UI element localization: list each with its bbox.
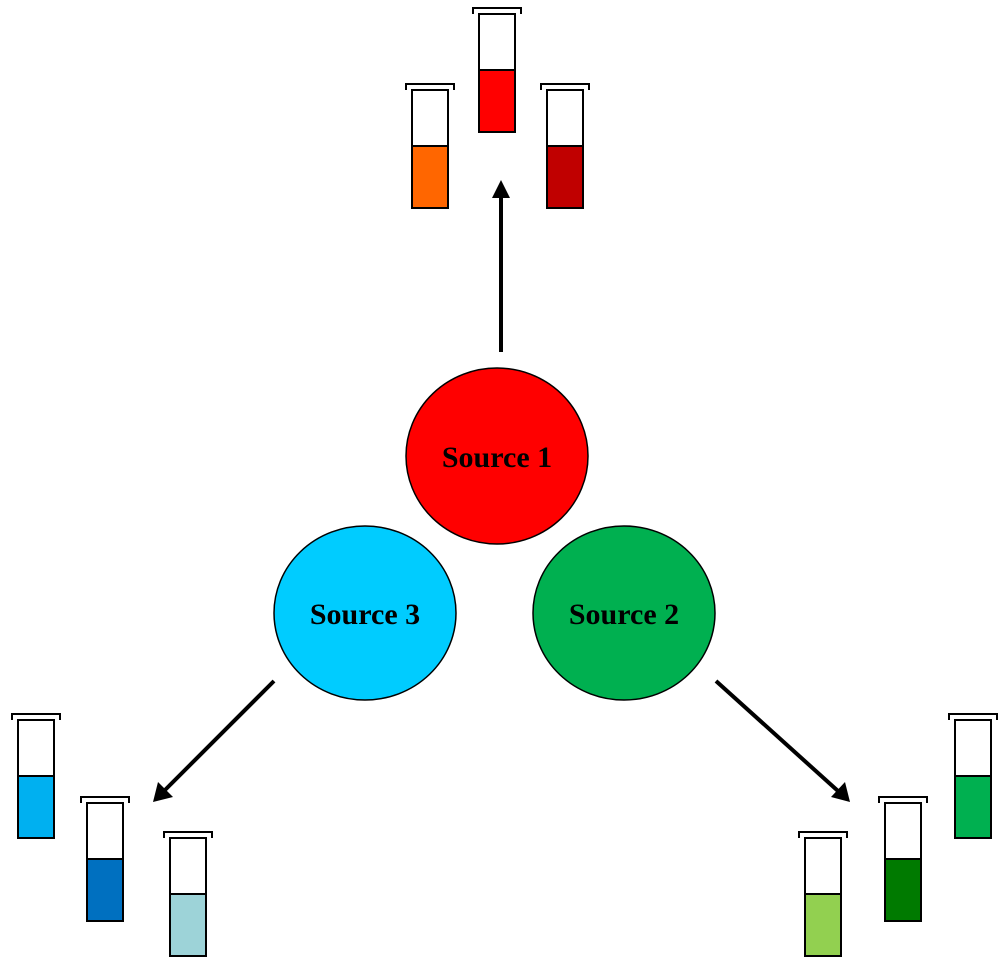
tube-body bbox=[546, 89, 584, 209]
tube-rim bbox=[798, 831, 848, 838]
tube-liquid bbox=[479, 70, 515, 132]
source-2-node: Source 2 bbox=[532, 525, 716, 701]
tube-body bbox=[884, 802, 922, 922]
tube-rim bbox=[11, 713, 61, 720]
source-2-label: Source 2 bbox=[569, 598, 679, 631]
tube-body bbox=[478, 13, 516, 133]
tube-body bbox=[17, 719, 55, 839]
tube-rim bbox=[948, 713, 998, 720]
tube-liquid bbox=[805, 894, 841, 956]
test-tube bbox=[80, 796, 130, 922]
tube-rim bbox=[163, 831, 213, 838]
source-2-circle bbox=[532, 525, 716, 701]
source-3-tube-group bbox=[11, 713, 213, 957]
arrowhead-source-3 bbox=[153, 782, 173, 802]
tube-liquid bbox=[87, 859, 123, 921]
tube-rim bbox=[472, 7, 522, 14]
test-tube bbox=[163, 831, 213, 957]
test-tube bbox=[405, 83, 455, 209]
source-3-node: Source 3 bbox=[273, 525, 457, 701]
arrowhead-source-2 bbox=[831, 782, 850, 802]
tube-body bbox=[86, 802, 124, 922]
tube-rim bbox=[878, 796, 928, 803]
arrowhead-source-1 bbox=[492, 180, 510, 198]
tube-liquid bbox=[955, 776, 991, 838]
tube-rim bbox=[80, 796, 130, 803]
source-3-label: Source 3 bbox=[310, 598, 420, 631]
test-tube bbox=[798, 831, 848, 957]
source-1-label: Source 1 bbox=[442, 441, 552, 474]
tube-liquid bbox=[170, 894, 206, 956]
source-3-circle bbox=[273, 525, 457, 701]
arrows bbox=[153, 180, 850, 802]
tube-liquid bbox=[18, 776, 54, 838]
test-tube bbox=[540, 83, 590, 209]
test-tubes bbox=[11, 7, 998, 957]
tube-rim bbox=[405, 83, 455, 90]
tube-liquid bbox=[547, 146, 583, 208]
test-tube bbox=[878, 796, 928, 922]
tube-liquid bbox=[885, 859, 921, 921]
tube-liquid bbox=[412, 146, 448, 208]
tube-body bbox=[411, 89, 449, 209]
tube-body bbox=[954, 719, 992, 839]
tube-body bbox=[169, 837, 207, 957]
source-2-tube-group bbox=[798, 713, 998, 957]
tube-body bbox=[804, 837, 842, 957]
source-1-circle bbox=[405, 367, 589, 545]
tube-rim bbox=[540, 83, 590, 90]
arrow-source-2-to-tubes bbox=[714, 679, 840, 793]
source-1-tube-group bbox=[405, 7, 590, 209]
test-tube bbox=[11, 713, 61, 839]
arrow-source-3-to-tubes bbox=[163, 679, 276, 792]
test-tube bbox=[472, 7, 522, 133]
test-tube bbox=[948, 713, 998, 839]
source-1-node: Source 1 bbox=[405, 367, 589, 545]
